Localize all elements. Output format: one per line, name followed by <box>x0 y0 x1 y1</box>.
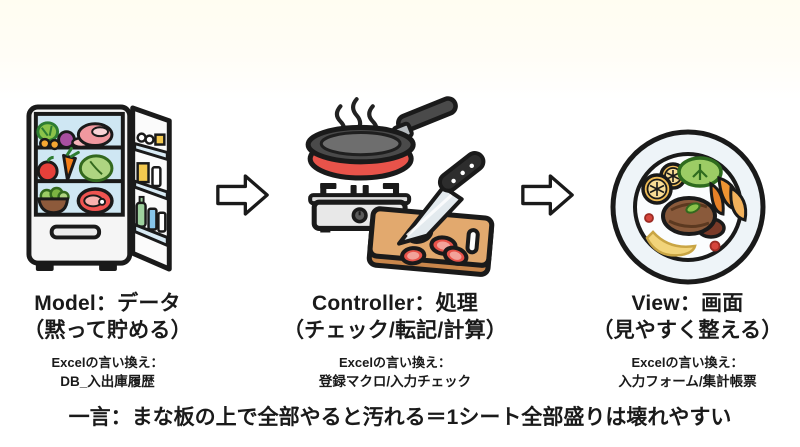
plated-dish-icon <box>610 129 765 285</box>
excel-label: Excelの言い換え： <box>339 355 451 370</box>
excel-value: 登録マクロ/入力チェック <box>318 374 472 389</box>
arrow-cell-1 <box>215 76 270 290</box>
arrow-cell-2 <box>520 76 575 290</box>
column-title: Model：データ <box>34 292 181 315</box>
excel-note: Excelの言い換え： 登録マクロ/入力チェック <box>319 354 471 391</box>
column-view: View：画面 （見やすく整える） Excelの言い換え： 入力フォーム/集計帳… <box>575 76 800 391</box>
arrow-right-icon <box>521 174 574 216</box>
excel-value: DB_入出庫履歴 <box>60 374 155 389</box>
model-figure <box>0 76 215 290</box>
controller-figure <box>270 76 520 290</box>
arrow-right-icon <box>216 174 269 216</box>
column-title: Controller：処理 <box>312 292 478 315</box>
column-subtitle: （黙って貯める） <box>23 319 192 342</box>
footer-note: 一言：まな板の上で全部やると汚れる＝1シート全部盛りは壊れやすい <box>68 406 732 429</box>
column-subtitle: （見やすく整える） <box>592 319 783 342</box>
column-subtitle: （チェック/転記/計算） <box>282 319 508 342</box>
excel-label: Excelの言い換え： <box>51 355 164 370</box>
excel-value: 入力フォーム/集計帳票 <box>618 374 757 389</box>
column-controller: Controller：処理 （チェック/転記/計算） Excelの言い換え： 登… <box>270 76 520 391</box>
view-figure <box>575 76 800 290</box>
column-model: Model：データ （黙って貯める） Excelの言い換え： DB_入出庫履歴 <box>0 76 215 391</box>
excel-note: Excelの言い換え： 入力フォーム/集計帳票 <box>618 354 756 391</box>
stove-pan-knife-icon <box>305 96 495 277</box>
excel-note: Excelの言い換え： DB_入出庫履歴 <box>52 354 164 391</box>
excel-label: Excelの言い換え： <box>631 355 744 370</box>
knife-icon <box>397 151 486 246</box>
column-title: View：画面 <box>631 292 744 315</box>
three-step-row: Model：データ （黙って貯める） Excelの言い換え： DB_入出庫履歴 <box>0 76 800 391</box>
refrigerator-icon <box>25 104 172 272</box>
